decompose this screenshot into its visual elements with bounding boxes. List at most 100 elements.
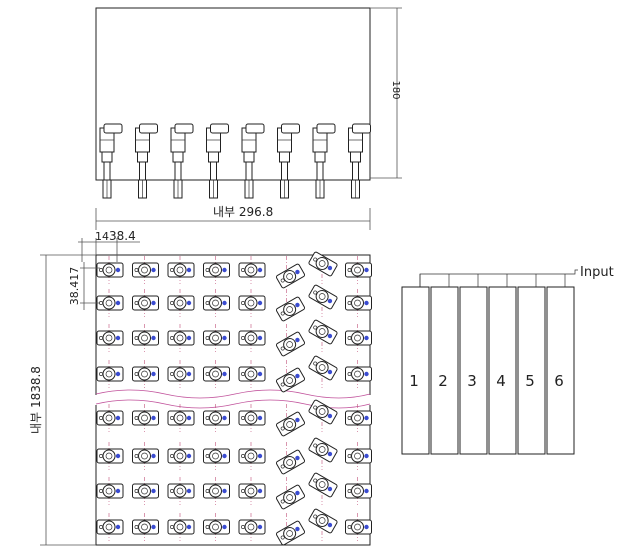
mount-hole [99,336,103,340]
mount-hole [99,268,103,272]
connector-bore [176,299,184,307]
port-dot [151,267,156,273]
connector-bore [354,266,361,274]
port-dot [115,371,121,377]
mount-hole [170,525,174,529]
channel-box [401,286,430,455]
port-dot [295,269,300,275]
connector-nut [279,151,290,163]
connector-bore [176,334,184,342]
connector-bore [354,334,361,342]
connector-ring [315,257,329,270]
connector-bore [105,414,113,422]
connector-row [96,319,372,357]
connector-bore [286,421,293,428]
connector-ring [138,331,151,345]
port-dot [115,300,121,306]
mount-hole [170,301,174,305]
port-dot [364,415,369,421]
connector-row [96,472,372,510]
port-dot [151,300,156,306]
connector-ring [244,367,258,381]
connector-nut [172,151,184,163]
connector [132,519,159,535]
mount-hole [205,525,210,529]
top-connector [206,123,229,199]
connector-ring [315,443,329,456]
connector [167,519,195,535]
mount-hole [347,525,352,529]
connector-bore [318,481,326,488]
connector-grid [96,251,372,546]
top-connector [135,123,158,199]
mount-hole [313,257,318,262]
channel-label: 3 [467,372,477,390]
connector [96,295,124,311]
connector-ring [244,520,258,534]
connector [203,483,230,499]
connector-ring [138,296,151,310]
connector [203,330,230,346]
connector-bore [212,334,219,342]
mount-hole [134,454,139,458]
connector-bore [105,370,113,378]
mount-hole [134,525,139,529]
connector [308,472,338,498]
connector-ring [102,331,116,345]
port-dot [364,300,369,306]
connector-bore [105,266,113,274]
connector-ring [315,478,329,491]
mount-hole [170,372,174,376]
mount-hole [99,372,103,376]
mount-hole [347,372,352,376]
connector-stem [245,161,253,181]
connector-bore [247,334,255,342]
connector-ring [351,331,364,345]
mount-hole [313,290,318,295]
connector-bore [354,370,361,378]
mount-hole [241,301,245,305]
connector-bore [141,487,148,495]
connector [275,367,306,393]
port-dot [222,267,227,273]
top-connector [170,123,194,199]
connector [96,448,124,464]
connector-stem [352,161,359,181]
connector [238,410,266,426]
port-dot [115,335,121,341]
mount-hole [99,525,103,529]
connector-ring [209,484,222,498]
connector [167,295,195,311]
mount-hole [241,336,245,340]
connector-bore [354,487,361,495]
port-dot [151,453,156,459]
port-dot [295,455,300,461]
port-dot [257,524,263,530]
mount-hole [313,361,318,366]
mount-hole [205,454,210,458]
top-connector-row [99,123,371,199]
connector-bore [105,299,113,307]
connector-ring [283,374,297,387]
mount-hole [134,268,139,272]
connector-bore [176,452,184,460]
connector [132,410,159,426]
connector-bore [141,299,148,307]
mount-hole [134,301,139,305]
connector-stem [103,161,111,181]
connector-row [96,284,372,322]
mount-hole [347,268,352,272]
channel-box [488,286,517,455]
connector-ring [283,527,297,540]
dim-pitch-y-label: 38.417 [68,267,81,306]
connector [345,519,372,535]
channel-box [517,286,546,455]
port-dot [115,524,121,530]
connector-ring [209,449,222,463]
connector-ring [138,449,151,463]
connector-ring [173,520,187,534]
channel-box [459,286,488,455]
top-connector [241,123,265,199]
port-dot [151,415,156,421]
